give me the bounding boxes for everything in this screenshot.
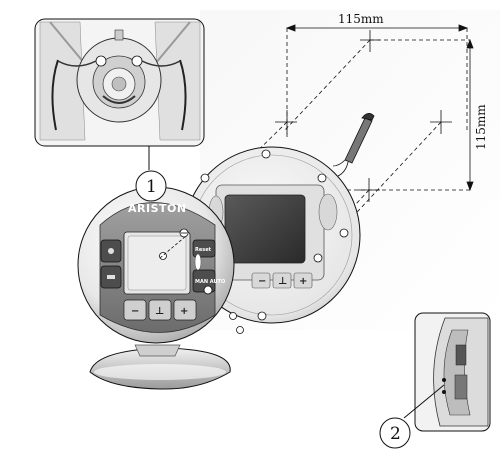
callout-2: 2 — [379, 384, 445, 449]
back-plate-screw-holes — [200, 149, 349, 321]
back-plate-button-center: ⊥ — [278, 276, 287, 287]
man-auto-button-label: MAN AUTO — [195, 279, 225, 285]
front-screws-icon — [159, 228, 244, 334]
back-plate-buttons: − ⊥ + — [251, 272, 313, 289]
callout-1-number: 1 — [146, 177, 157, 197]
left-side-buttons — [100, 239, 122, 289]
stand-base — [89, 344, 231, 390]
brand-logo: ARISTON — [128, 202, 187, 215]
button-center: ⊥ — [155, 306, 164, 317]
button-minus: − — [131, 306, 139, 317]
callout-1: 1 — [135, 146, 167, 202]
thermostat-front: ARISTON Reset MAN AUTO − ⊥ + — [77, 186, 244, 344]
button-plus: + — [180, 306, 188, 317]
back-plate-screen — [224, 194, 306, 264]
callout-2-number: 2 — [390, 424, 401, 444]
dimension-label-vertical: 115mm — [474, 104, 488, 150]
back-plate-button-plus: + — [299, 276, 307, 287]
bottom-buttons: − ⊥ + — [123, 299, 197, 321]
reset-button-label: Reset — [195, 247, 212, 253]
dimension-label-horizontal: 115mm — [338, 12, 384, 26]
inset-wiring-detail — [34, 18, 205, 147]
wall-wires-icon — [332, 113, 375, 177]
inset-side-detail — [414, 312, 491, 432]
back-plate-button-minus: − — [258, 276, 266, 287]
